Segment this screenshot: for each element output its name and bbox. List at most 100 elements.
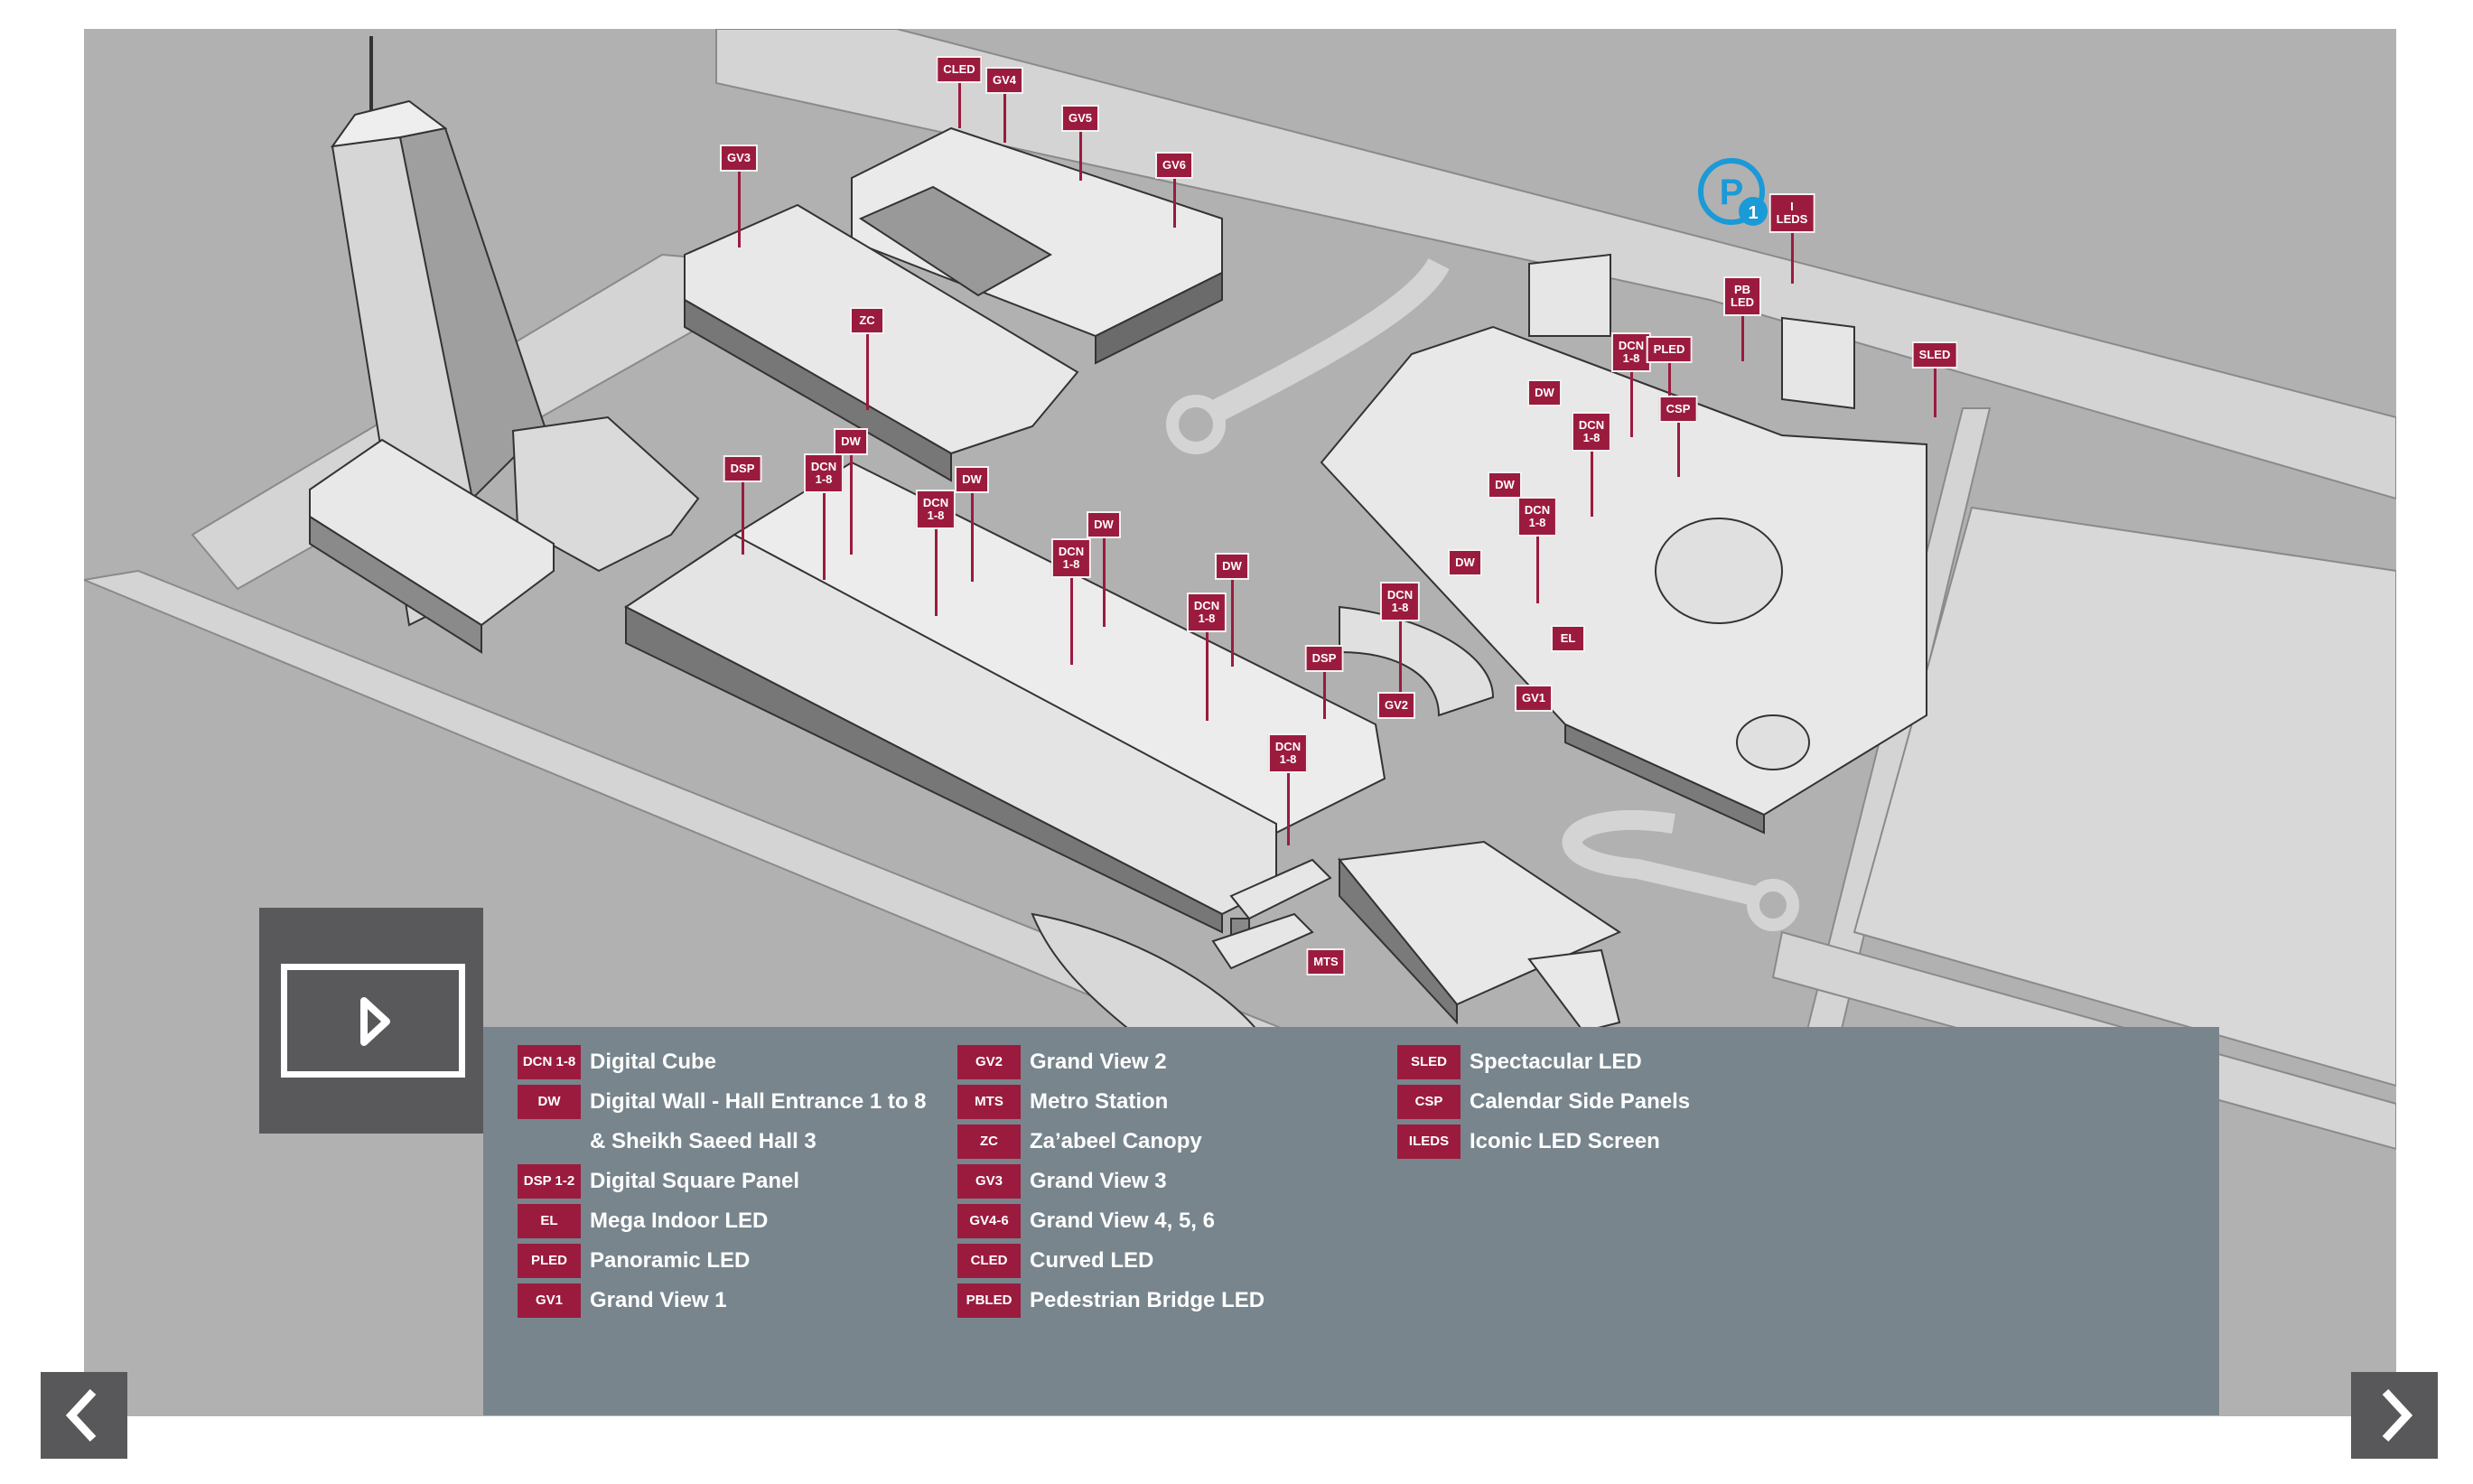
marker-stem — [865, 334, 869, 410]
marker-label: DCN 1-8 — [1050, 538, 1092, 578]
marker-label: DSP — [723, 455, 762, 482]
marker-stem — [1205, 632, 1209, 721]
marker-label: GV3 — [719, 145, 759, 172]
legend-code: SLED — [1397, 1045, 1460, 1079]
marker-label: EL — [1551, 625, 1585, 652]
play-video-button[interactable] — [259, 908, 483, 1134]
marker-label: ZC — [850, 307, 884, 334]
chevron-left-icon — [65, 1388, 97, 1442]
marker-label: GV2 — [1376, 692, 1416, 719]
marker-label: GV1 — [1514, 685, 1554, 712]
parking-marker[interactable]: P 1 — [1695, 155, 1777, 237]
legend-description: Grand View 2 — [1030, 1050, 1167, 1074]
marker-label: I LEDS — [1768, 193, 1815, 233]
legend-description: Mega Indoor LED — [590, 1209, 769, 1233]
legend-code: ZC — [957, 1125, 1021, 1159]
legend-code: GV4-6 — [957, 1204, 1021, 1238]
marker-stem — [1069, 578, 1073, 665]
chevron-right-icon — [2382, 1388, 2413, 1442]
parking-icon — [1698, 158, 1765, 225]
marker-label: CSP — [1658, 396, 1698, 423]
marker-label: PLED — [1646, 336, 1693, 363]
legend-code: PLED — [518, 1244, 581, 1278]
legend-description: Spectacular LED — [1470, 1050, 1642, 1074]
marker-stem — [1102, 538, 1106, 627]
legend-code: PBLED — [957, 1283, 1021, 1318]
next-button[interactable] — [2351, 1372, 2438, 1459]
marker-label: DCN 1-8 — [1186, 593, 1227, 632]
marker-stem — [970, 493, 974, 582]
site-map-drawing — [84, 29, 2396, 1204]
marker-stem — [1535, 537, 1539, 603]
marker-label: GV4 — [985, 67, 1024, 94]
legend-code: GV3 — [957, 1164, 1021, 1199]
marker-label: PB LED — [1723, 276, 1761, 316]
marker-stem — [957, 83, 961, 128]
marker-stem — [737, 172, 741, 247]
marker-label: DW — [1448, 549, 1482, 576]
legend-description: Grand View 4, 5, 6 — [1030, 1209, 1215, 1233]
marker-label: DCN 1-8 — [1267, 733, 1309, 773]
marker-stem — [1590, 452, 1593, 517]
legend-description: & Sheikh Saeed Hall 3 — [590, 1129, 817, 1153]
legend-code: GV1 — [518, 1283, 581, 1318]
legend-description: Grand View 1 — [590, 1288, 727, 1312]
legend-code: DW — [518, 1085, 581, 1119]
marker-stem — [1790, 233, 1794, 284]
marker-stem — [822, 493, 826, 580]
marker-stem — [1172, 179, 1176, 228]
legend-description: Panoramic LED — [590, 1248, 751, 1273]
marker-stem — [1740, 316, 1744, 361]
marker-stem — [1676, 423, 1680, 477]
marker-stem — [741, 482, 744, 555]
legend-description: Grand View 3 — [1030, 1169, 1167, 1193]
marker-label: DCN 1-8 — [1610, 332, 1652, 372]
video-frame — [281, 964, 465, 1078]
marker-stem — [1003, 94, 1006, 143]
play-icon — [360, 997, 390, 1046]
marker-label: SLED — [1911, 341, 1958, 369]
marker-stem — [1322, 672, 1326, 719]
marker-label: CLED — [936, 56, 983, 83]
legend-code: CLED — [957, 1244, 1021, 1278]
legend-code: GV2 — [957, 1045, 1021, 1079]
marker-stem — [934, 529, 938, 616]
marker-stem — [1933, 369, 1936, 417]
previous-button[interactable] — [41, 1372, 127, 1459]
marker-label: GV6 — [1154, 152, 1194, 179]
legend-description: Digital Wall - Hall Entrance 1 to 8 — [590, 1089, 927, 1114]
marker-label: DW — [834, 428, 868, 455]
marker-stem — [1078, 132, 1082, 181]
legend-description: Za’abeel Canopy — [1030, 1129, 1202, 1153]
legend-code: EL — [518, 1204, 581, 1238]
marker-label: DW — [1087, 511, 1121, 538]
parking-letter: P — [1720, 173, 1744, 212]
marker-stem — [1667, 363, 1671, 412]
marker-label: GV5 — [1060, 105, 1100, 132]
legend-code: CSP — [1397, 1085, 1460, 1119]
marker-label: DCN 1-8 — [803, 453, 845, 493]
marker-label: DCN 1-8 — [1379, 582, 1421, 621]
marker-label: DSP — [1304, 645, 1344, 672]
legend-code: DSP 1-2 — [518, 1164, 581, 1199]
marker-label: DW — [1215, 553, 1249, 580]
marker-label: DCN 1-8 — [1571, 412, 1612, 452]
marker-label: DW — [1488, 471, 1522, 499]
marker-label: DCN 1-8 — [915, 490, 957, 529]
marker-label: DW — [955, 466, 989, 493]
marker-stem — [849, 455, 853, 555]
legend-description: Curved LED — [1030, 1248, 1154, 1273]
legend-description: Digital Cube — [590, 1050, 717, 1074]
legend-description: Iconic LED Screen — [1470, 1129, 1660, 1153]
legend-description: Digital Square Panel — [590, 1169, 800, 1193]
marker-label: DW — [1527, 379, 1562, 406]
legend-description: Calendar Side Panels — [1470, 1089, 1691, 1114]
marker-label: DCN 1-8 — [1516, 497, 1558, 537]
marker-stem — [1398, 621, 1402, 706]
marker-label: MTS — [1306, 948, 1346, 975]
marker-stem — [1629, 372, 1633, 437]
legend-code: ILEDS — [1397, 1125, 1460, 1159]
marker-stem — [1230, 580, 1234, 667]
legend-description: Metro Station — [1030, 1089, 1169, 1114]
